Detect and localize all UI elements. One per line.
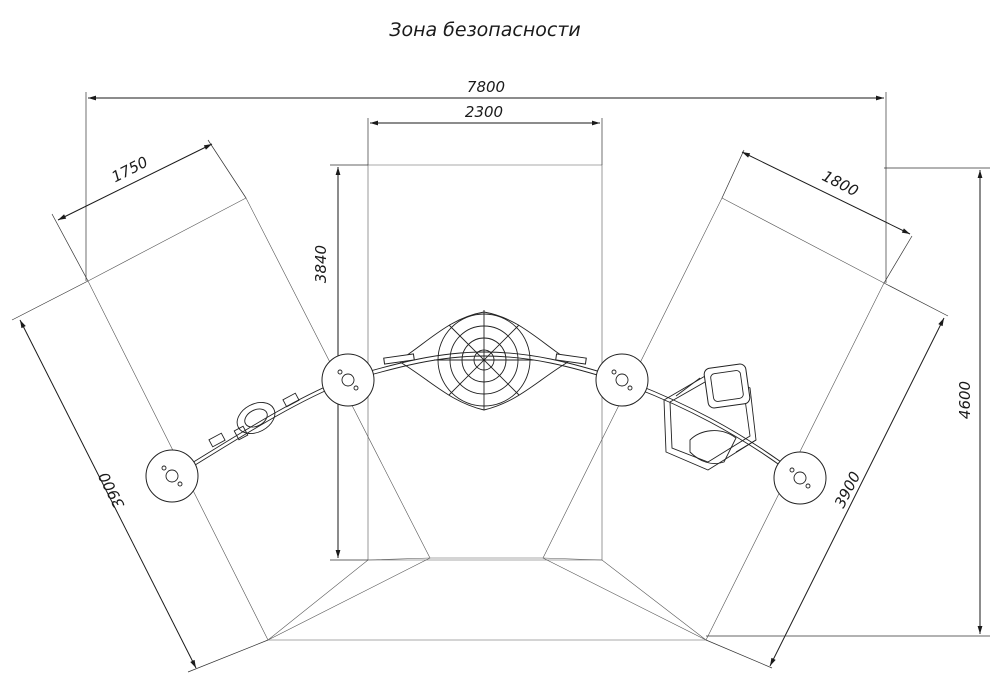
dimension-label-7800: 7800: [467, 78, 505, 96]
dimension-label-3900-right: 3900: [831, 469, 864, 511]
dimension-left-zone-width: 1750: [51, 139, 247, 282]
right-safety-zone: [542, 197, 885, 641]
dimension-overall-height: 4600: [706, 167, 990, 637]
spider-web-net: [383, 310, 587, 411]
bottom-connecting-zone: [267, 557, 707, 641]
dimension-label-1750: 1750: [109, 153, 151, 186]
post-left-junction: [321, 353, 375, 407]
post-left-end: [145, 449, 199, 503]
hatched-zones: [87, 164, 885, 641]
dimension-label-1800: 1800: [819, 167, 861, 200]
dimension-center-width: 2300: [367, 103, 603, 165]
left-safety-zone: [87, 197, 431, 641]
dimension-label-3840: 3840: [312, 245, 330, 283]
dimension-label-3900-left: 3900: [95, 469, 128, 511]
drawing-title: Зона безопасности: [389, 19, 580, 41]
post-right-end: [773, 451, 827, 505]
right-swing-frame: [663, 363, 757, 471]
dimension-label-2300: 2300: [465, 103, 503, 121]
dimension-right-zone-length: 3900: [705, 282, 949, 669]
dimension-label-4600: 4600: [956, 381, 974, 419]
dimension-right-zone-width: 1800: [721, 149, 913, 284]
dimension-overall-width: 7800: [85, 78, 887, 283]
dimension-left-zone-length: 3900: [11, 280, 269, 673]
left-swing-element: [208, 392, 300, 448]
post-right-junction: [595, 353, 649, 407]
playground-equipment: [145, 310, 827, 505]
